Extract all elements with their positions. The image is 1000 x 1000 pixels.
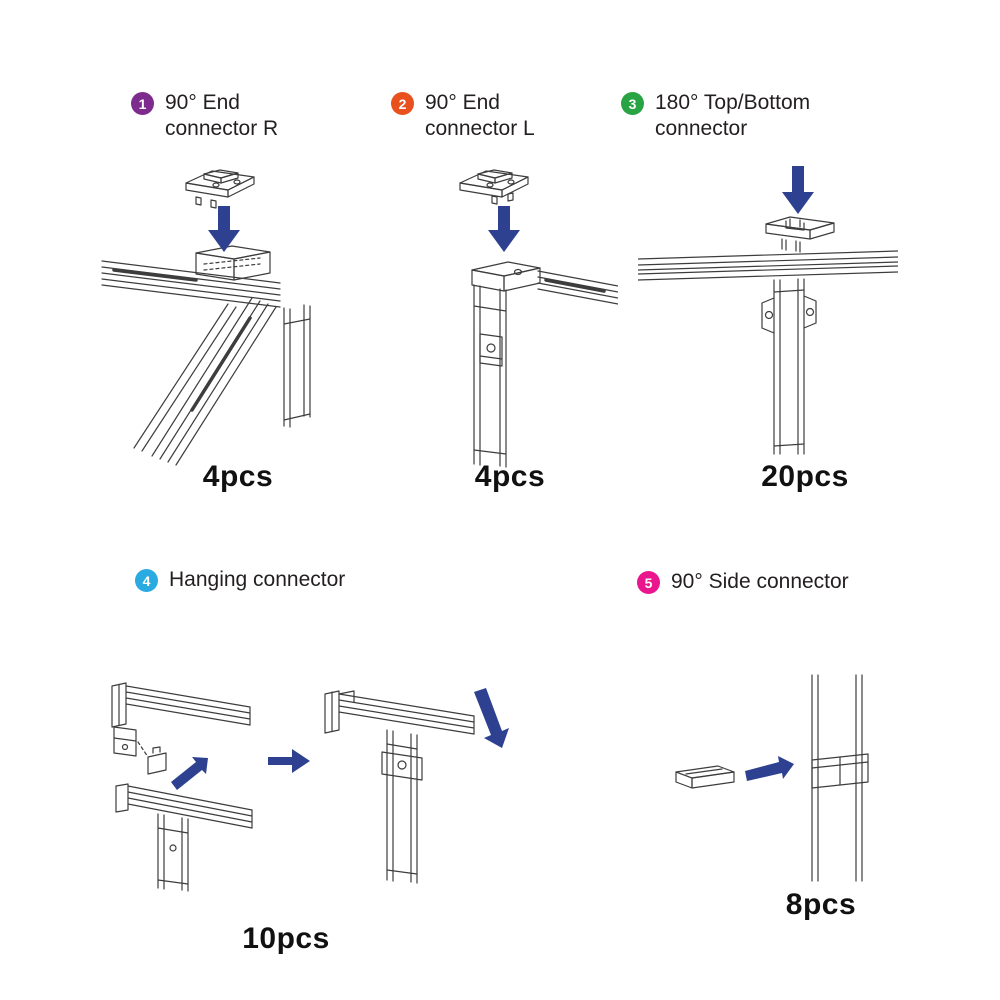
part-3-badge: 3 [621,92,644,115]
part-3-label-line2: connector [655,117,748,140]
part-3-label: 3 180° Top/Bottom connector [621,90,810,142]
part-4-count: 10pcs [242,922,330,955]
end-connector-l-illustration [459,169,618,468]
hanging-connector-linework [111,682,475,892]
part-4-badge: 4 [135,569,158,592]
side-connector-illustration [675,674,869,882]
part-3-count: 20pcs [761,460,849,493]
part-2-label: 2 90° End connector L [391,90,535,142]
end-connector-r-linework [101,169,311,466]
top-bottom-connector-illustration [638,166,898,455]
down-arrow-icon [208,206,240,252]
part-2-count: 4pcs [474,460,546,493]
exploded-corner [111,682,253,892]
part-4-label-line1: Hanging connector [169,568,346,591]
rails-and-post [638,250,898,455]
part-5-label-line1: 90° Side connector [671,570,849,593]
connector-r-piece [185,169,255,209]
part-1-count: 4pcs [202,460,274,493]
assembled-corner [324,690,475,884]
frame-corner-r [101,245,311,466]
down-arrow-icon [488,206,520,252]
part-4-label: 4 Hanging connector [135,567,345,593]
top-bottom-linework [638,216,898,455]
up-right-arrow-icon [171,757,208,790]
part-1-label-line2: connector R [165,117,279,140]
part-2-label-line1: 90° End [425,91,500,114]
frame-corner-l [471,261,618,468]
side-connector-linework [675,674,869,882]
part-5-count: 8pcs [785,888,857,921]
right-arrow-icon [268,749,310,773]
connector-l-piece [459,169,529,205]
down-right-arrow-icon [474,688,509,748]
side-connector-piece [675,765,735,789]
part-5-badge: 5 [637,571,660,594]
down-arrow-icon [782,166,814,214]
hanging-connector-illustration [111,682,509,892]
end-connector-r-illustration [101,169,311,466]
part-2-label-line2: connector L [425,117,535,140]
part-1-badge: 1 [131,92,154,115]
part-5-label: 5 90° Side connector [637,569,849,595]
top-bottom-connector-piece [765,216,835,253]
right-arrow-icon [745,756,794,781]
part-3-label-line1: 180° Top/Bottom [655,91,811,114]
part-1-label-line1: 90° End [165,91,240,114]
part-1-label: 1 90° End connector R [131,90,278,142]
end-connector-l-linework [459,169,618,468]
part-2-badge: 2 [391,92,414,115]
vertical-post [811,674,869,882]
